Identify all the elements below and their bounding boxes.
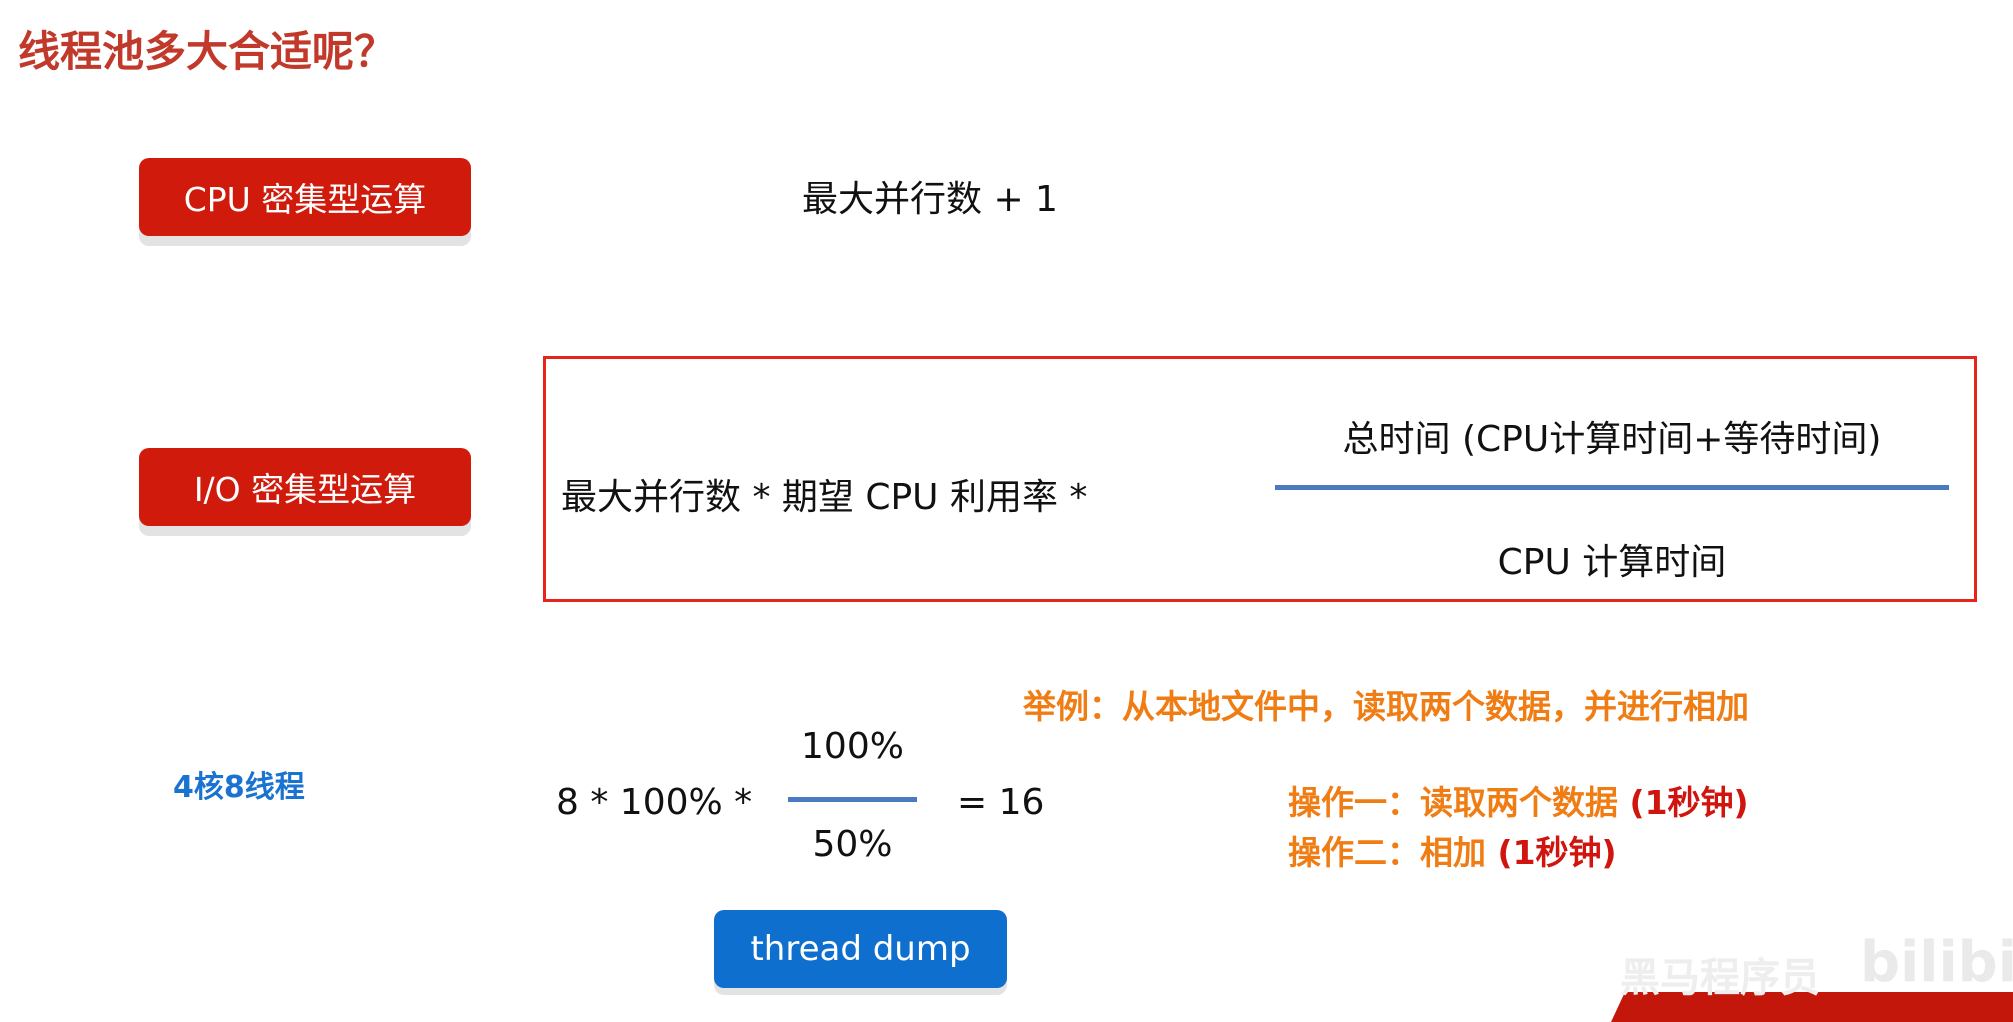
calc-result: = 16 [957,782,1045,823]
calc-denominator: 50% [812,824,893,865]
calc-left: 8 * 100% * [556,782,753,823]
cpu-intensive-label: CPU 密集型运算 [139,158,471,236]
operation-1-time: (1秒钟) [1629,783,1749,822]
example-heading: 举例：从本地文件中，读取两个数据，并进行相加 [1023,687,1749,726]
io-intensive-label: I/O 密集型运算 [139,448,471,526]
io-formula-box [543,356,1977,602]
bilibili-logo: bilibili [1860,930,2013,995]
io-formula-denominator: CPU 计算时间 [1497,542,1727,583]
cpu-formula: 最大并行数 + 1 [802,179,1058,220]
operation-2-label: 操作二：相加 [1288,833,1486,872]
io-formula-left: 最大并行数 * 期望 CPU 利用率 * [561,477,1088,518]
fraction-line [1275,485,1949,490]
calc-numerator: 100% [801,726,904,767]
watermark-text: 黑马程序员 [1620,955,1820,1001]
page-title: 线程池多大合适呢？ [18,27,397,76]
thread-dump-button[interactable]: thread dump [714,910,1007,988]
cpu-cores-label: 4核8线程 [173,770,305,805]
io-formula-numerator: 总时间 (CPU计算时间+等待时间) [1342,419,1882,460]
calc-fraction-line [788,797,917,802]
operation-2: 操作二：相加 (1秒钟) [1288,826,1617,874]
operation-1: 操作一：读取两个数据 (1秒钟) [1288,776,1749,824]
operation-1-label: 操作一：读取两个数据 [1288,783,1618,822]
operation-2-time: (1秒钟) [1497,833,1617,872]
